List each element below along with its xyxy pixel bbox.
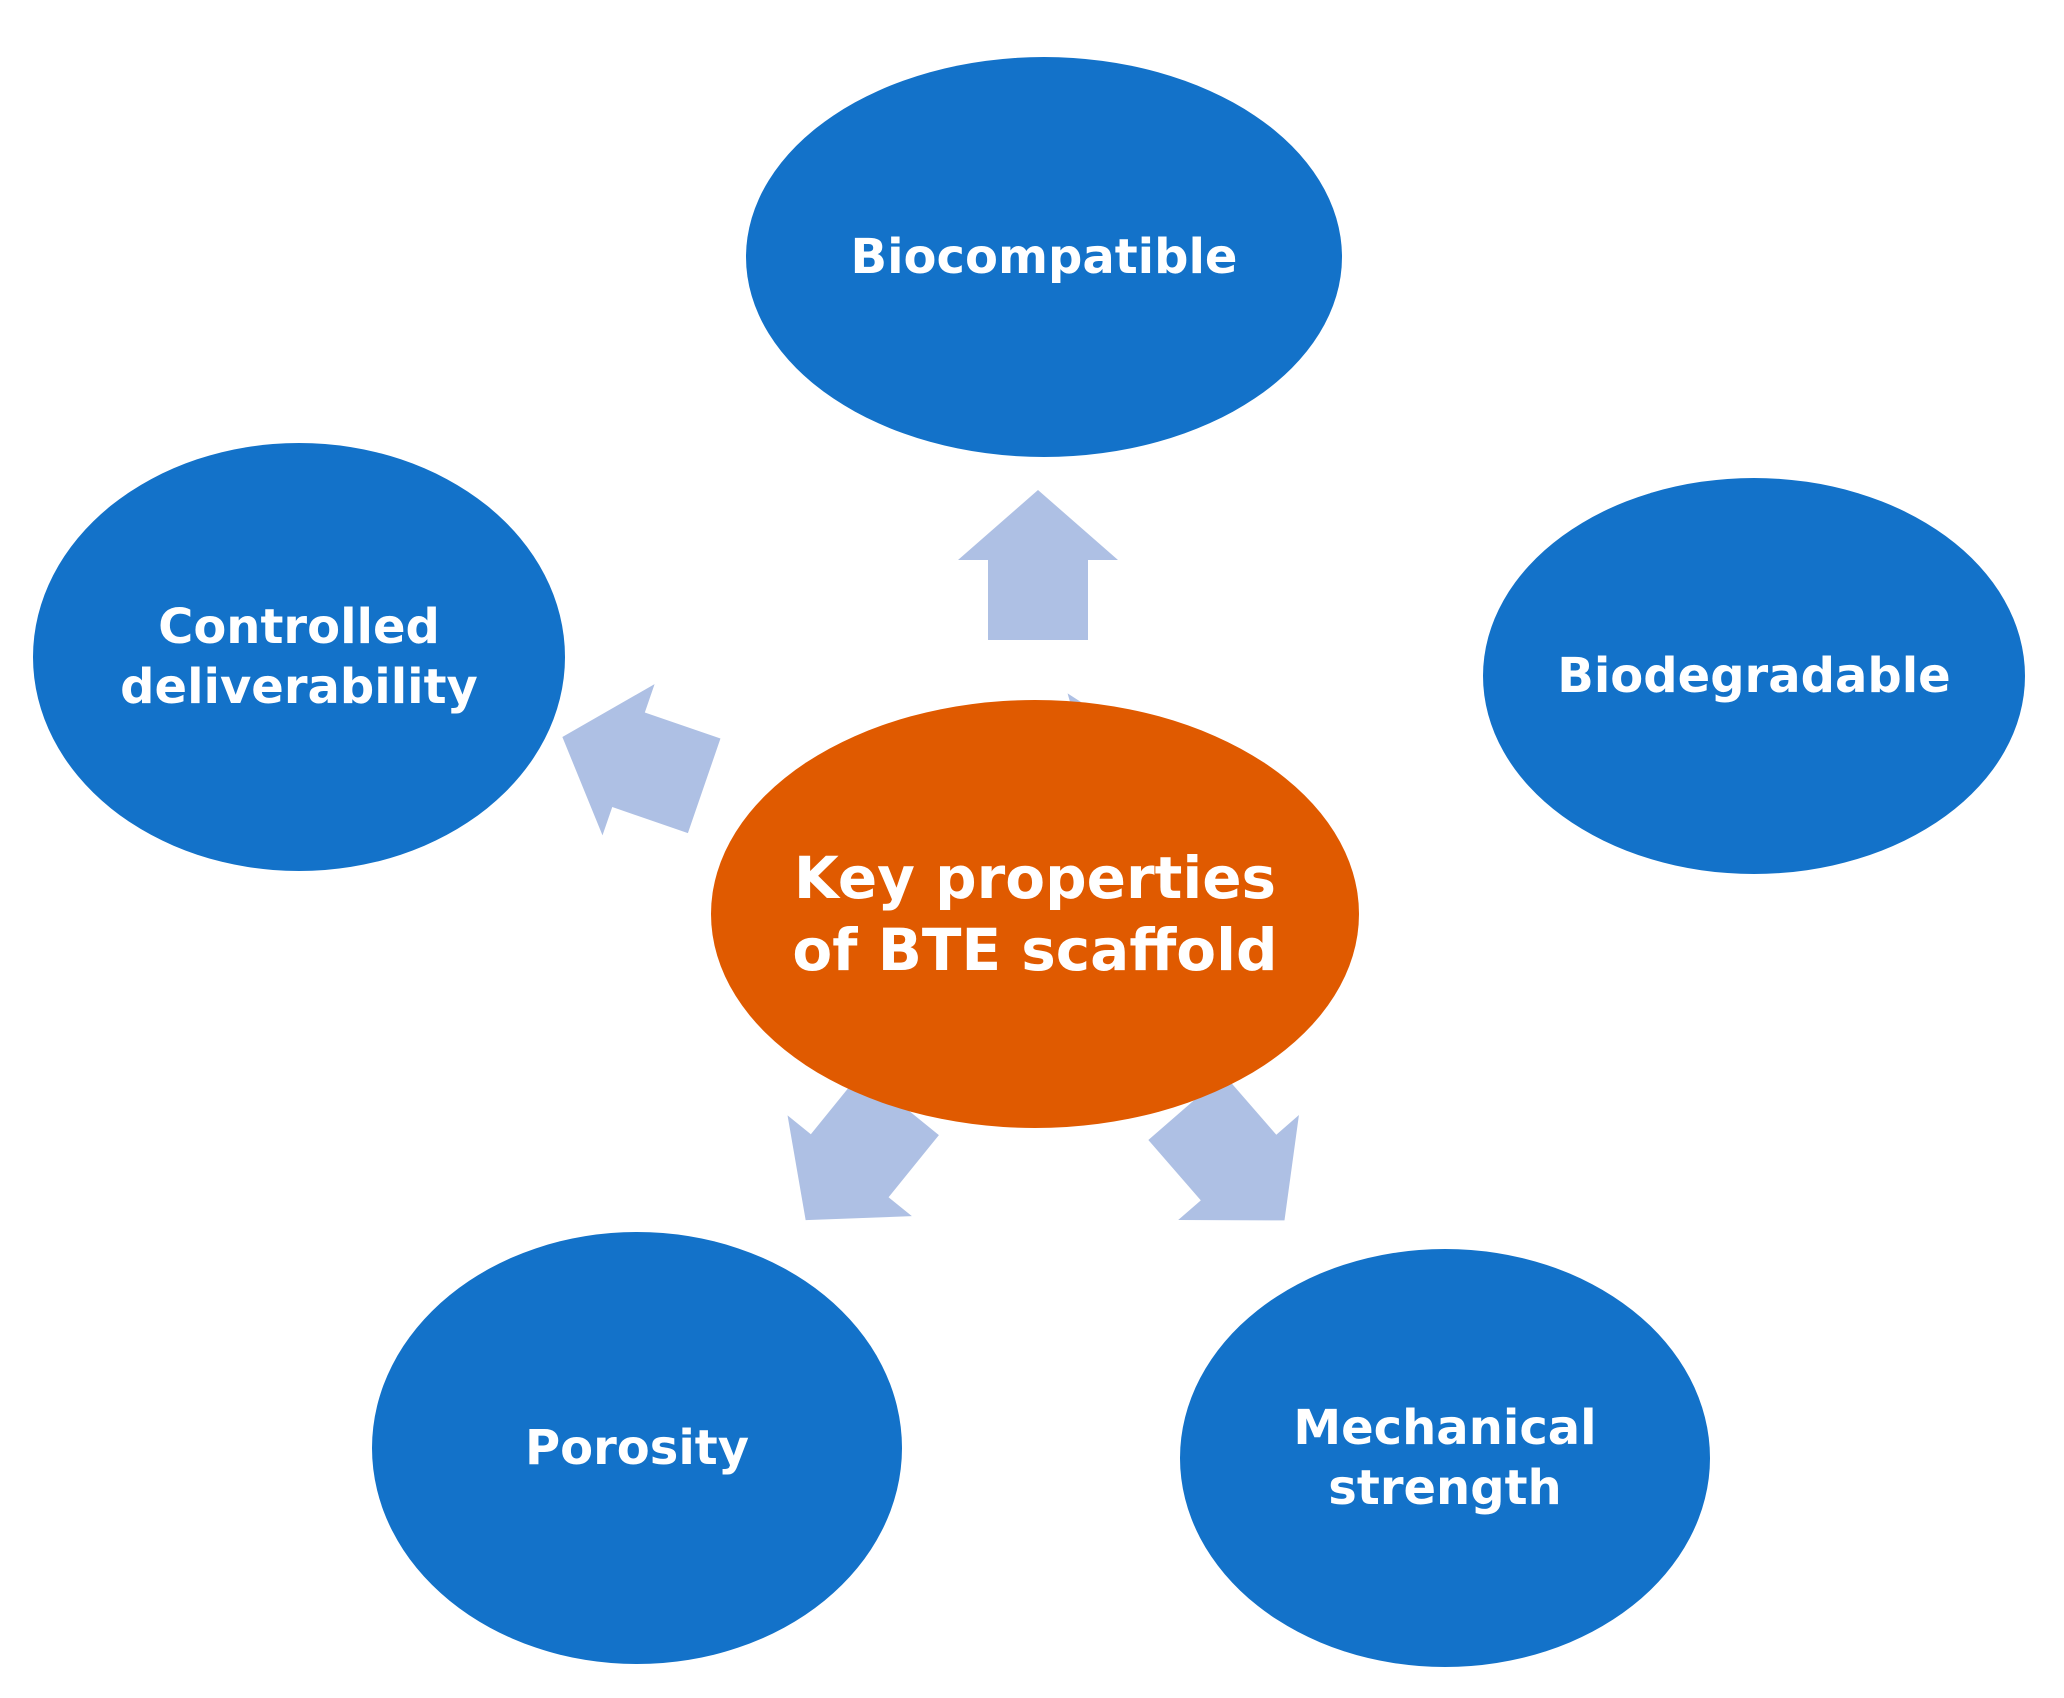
property-label: Biodegradable	[1557, 648, 1951, 704]
property-biodegradable: Biodegradable	[1483, 478, 2025, 874]
property-mechanical-strength: Mechanical strength	[1180, 1249, 1710, 1667]
center-label: Key properties of BTE scaffold	[792, 843, 1278, 985]
arrow-up	[958, 490, 1118, 640]
property-label: Biocompatible	[850, 229, 1238, 285]
property-controlled-deliverability: Controlled deliverability	[33, 443, 565, 871]
property-label: Porosity	[524, 1420, 750, 1476]
arrow-left	[562, 684, 721, 836]
center-node: Key properties of BTE scaffold	[711, 700, 1359, 1128]
arrow-bottom-right	[1148, 1074, 1299, 1221]
property-label: Controlled deliverability	[120, 599, 478, 715]
property-label: Mechanical strength	[1293, 1400, 1597, 1516]
property-porosity: Porosity	[372, 1232, 902, 1664]
property-biocompatible: Biocompatible	[746, 57, 1342, 457]
